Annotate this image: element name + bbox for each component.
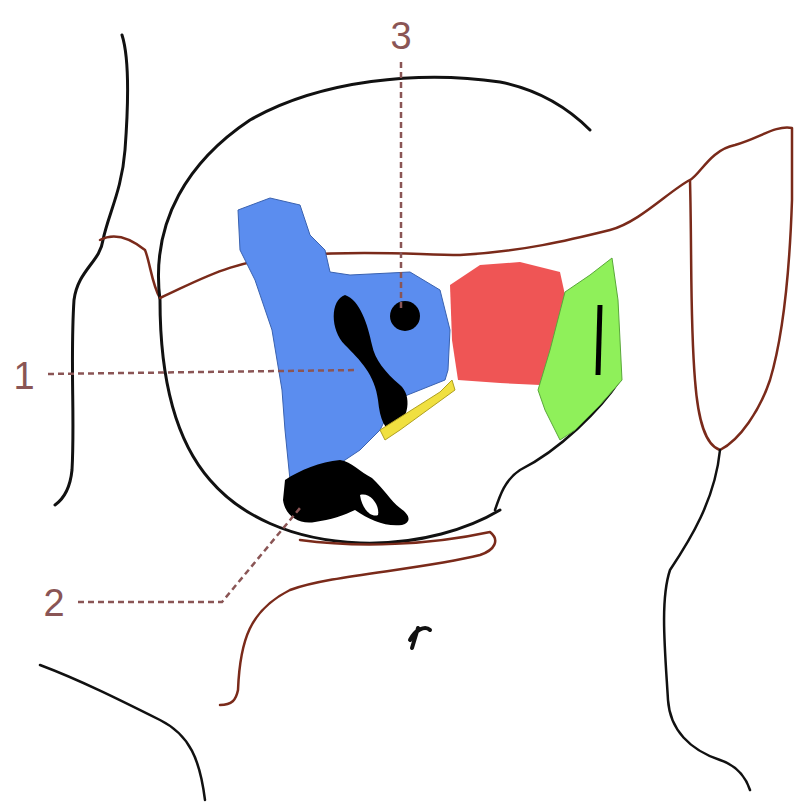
outline-right-lower [664, 450, 750, 790]
black-dot [390, 301, 420, 331]
outline-lower [220, 532, 495, 705]
green-dark-line [598, 305, 600, 375]
callout-number: 3 [390, 17, 411, 55]
outline-bottom [40, 665, 205, 800]
yellow-strip [380, 380, 455, 440]
callout-number: 1 [13, 357, 34, 395]
outline-left [55, 35, 128, 505]
outline-right [690, 128, 792, 450]
callout-number: 2 [43, 584, 64, 622]
green-region [538, 258, 622, 440]
head-outline [158, 77, 590, 543]
outline-left-edge [100, 236, 160, 298]
black-lower [283, 460, 409, 525]
leader-line-2 [78, 508, 300, 602]
small-mark [410, 628, 430, 648]
white-gap [360, 495, 378, 516]
leader-line-1 [48, 370, 358, 374]
blue-region [238, 198, 450, 495]
leader-line-3 [400, 62, 403, 312]
